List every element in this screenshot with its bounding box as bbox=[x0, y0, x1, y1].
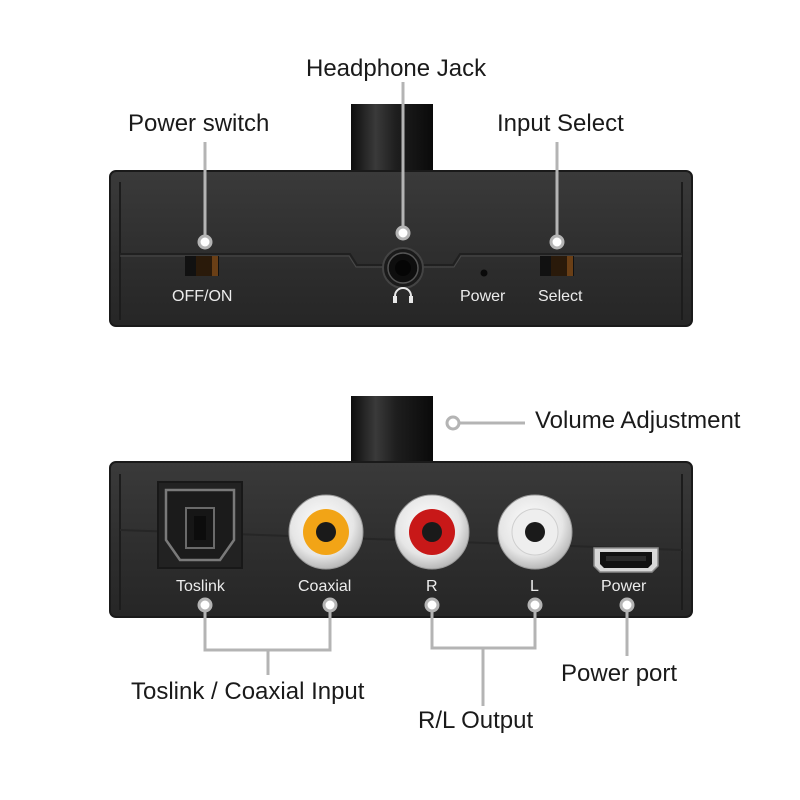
callout-toslink-coaxial-input: Toslink / Coaxial Input bbox=[131, 678, 365, 705]
power-usb-port[interactable] bbox=[593, 547, 659, 573]
back-label-power: Power bbox=[601, 578, 647, 595]
leader-dots bbox=[197, 225, 635, 613]
callout-power-port: Power port bbox=[561, 660, 678, 687]
back-label-toslink: Toslink bbox=[176, 578, 225, 595]
front-label-select: Select bbox=[538, 288, 583, 305]
headphone-icon bbox=[393, 287, 413, 303]
leader-lines bbox=[203, 82, 629, 706]
volume-knob-body bbox=[351, 396, 433, 466]
back-label-l: L bbox=[530, 578, 539, 595]
front-panel bbox=[109, 104, 693, 327]
r-output-port[interactable] bbox=[394, 494, 470, 570]
front-label-off-on: OFF/ON bbox=[172, 288, 233, 305]
callout-headphone-jack: Headphone Jack bbox=[306, 55, 487, 82]
power-slide-switch[interactable] bbox=[185, 256, 219, 276]
volume-knob-top bbox=[351, 104, 433, 174]
front-label-power: Power bbox=[460, 288, 506, 305]
input-select-switch[interactable] bbox=[540, 256, 574, 276]
callout-power-switch: Power switch bbox=[128, 110, 270, 137]
callout-volume-adjustment: Volume Adjustment bbox=[535, 407, 741, 434]
callout-rl-output: R/L Output bbox=[418, 707, 534, 734]
power-led bbox=[480, 269, 488, 277]
coaxial-port[interactable] bbox=[288, 494, 364, 570]
back-panel bbox=[109, 396, 693, 618]
toslink-port[interactable] bbox=[157, 481, 243, 569]
callout-input-select: Input Select bbox=[497, 110, 624, 137]
back-label-r: R bbox=[426, 578, 438, 595]
headphone-jack[interactable] bbox=[382, 247, 424, 289]
back-label-coaxial: Coaxial bbox=[298, 578, 352, 595]
l-output-port[interactable] bbox=[497, 494, 573, 570]
